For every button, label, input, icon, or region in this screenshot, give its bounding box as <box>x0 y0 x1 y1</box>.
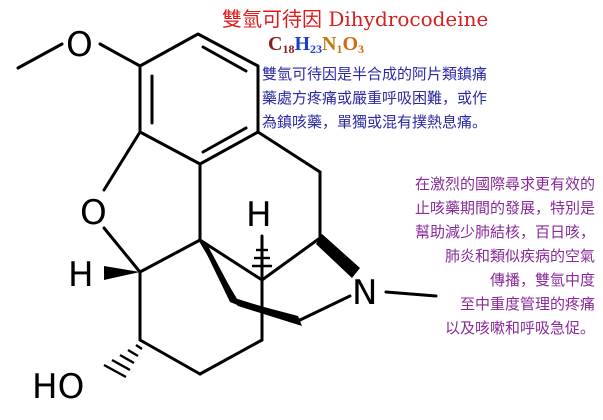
bond-c11-c10 <box>256 130 322 174</box>
wedge-c9-n <box>316 234 360 278</box>
bond-o-c5 <box>102 226 142 274</box>
formula-hydrogen: H23 <box>294 33 323 56</box>
aromatic-double-1 <box>201 45 248 73</box>
formula-carbon: C18 <box>268 33 295 56</box>
bond-c16-n <box>298 294 352 322</box>
bond-n-methyl <box>384 290 438 298</box>
paragraph-2-line: 至中重度管理的疼痛 <box>459 295 595 313</box>
atom-h-left: H <box>68 255 94 295</box>
hash-c14-h <box>252 248 272 268</box>
paragraph-2-line: 肺炎和類似疾病的空氣 <box>444 247 595 265</box>
page-title: 雙氫可待因 Dihydrocodeine <box>222 3 603 32</box>
paragraph-1-line: 為鎮咳藥，單獨或混有撲熱息痛。 <box>262 113 488 131</box>
molecular-formula: C18H23N1O3 <box>268 33 364 57</box>
atom-ho: HO <box>32 367 84 407</box>
bond-c4-o <box>102 130 142 192</box>
paragraph-2-line: 幫助減少肺結核，百日咳， <box>414 223 595 241</box>
wedge-bridge <box>200 240 240 306</box>
bond-c6-c7 <box>138 338 202 376</box>
paragraph-1-line: 藥處方疼痛或嚴重呼吸困難，或作 <box>262 89 488 107</box>
description-paragraph-2: 在激烈的國際尋求更有效的 止咳藥期間的發展，特別是 幫助減少肺結核，百日咳， 肺… <box>415 172 595 340</box>
hash-c6-oh <box>103 344 143 379</box>
bond-c7-c8 <box>198 338 264 376</box>
aromatic-ring <box>138 32 260 166</box>
bond-ome-ring <box>98 42 142 68</box>
formula-nitrogen: N1 <box>322 33 343 56</box>
atom-o-ether: O <box>80 193 107 233</box>
paragraph-2-line: 止咳藥期間的發展，特別是 <box>414 199 595 217</box>
paragraph-2-line: 傳播，雙氫中度 <box>489 271 595 289</box>
aromatic-double-2 <box>201 126 248 154</box>
atom-n: N <box>352 273 377 313</box>
bond-c14-c13 <box>198 238 264 282</box>
bond-methyl <box>16 42 64 70</box>
wedge-bridge-2 <box>230 298 302 326</box>
description-paragraph-1: 雙氫可待因是半合成的阿片類鎮痛 藥處方疼痛或嚴重呼吸困難，或作 為鎮咳藥，單獨或… <box>262 62 487 134</box>
wedge-c5-h <box>104 266 140 280</box>
formula-oxygen: O3 <box>342 33 365 56</box>
title-chinese: 雙氫可待因 <box>222 7 322 31</box>
paragraph-1-line: 雙氫可待因是半合成的阿片類鎮痛 <box>262 65 488 83</box>
atom-h-top: H <box>246 195 272 235</box>
bond-c9-c14 <box>260 236 322 282</box>
atom-o-methoxy: O <box>66 25 93 65</box>
paragraph-2-line: 以及咳嗽和呼吸急促。 <box>444 319 595 337</box>
paragraph-2-line: 在激烈的國際尋求更有效的 <box>414 175 595 193</box>
title-english: Dihydrocodeine <box>328 7 489 31</box>
bond-c5-c13 <box>138 238 202 274</box>
